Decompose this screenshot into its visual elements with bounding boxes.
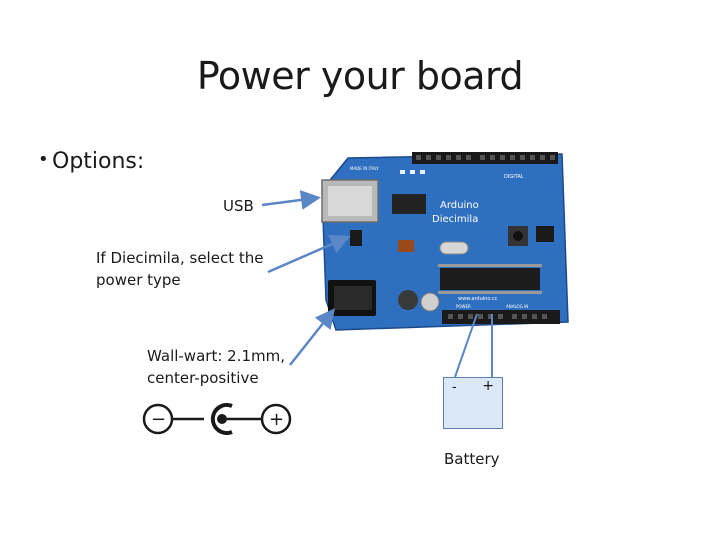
- battery-plus-sign: +: [482, 378, 494, 394]
- arduino-board-photo: Arduino Diecimila DIGITAL MADE IN ITALY …: [300, 150, 570, 335]
- board-analog-text: ANALOG IN: [506, 304, 528, 309]
- wallwart-label: Wall-wart: 2.1mm, center-positive: [147, 345, 307, 389]
- bullet-dot-icon: •: [38, 149, 49, 170]
- diecimila-label: If Diecimila, select the power type: [96, 247, 271, 291]
- battery-box: - +: [443, 377, 503, 429]
- bullet-text: Options:: [52, 149, 144, 174]
- usb-label: USB: [223, 195, 254, 217]
- board-power-text: POWER: [456, 304, 471, 309]
- board-made-in-text: MADE IN ITALY: [350, 166, 379, 171]
- board-model-text: Diecimila: [432, 214, 478, 225]
- symbol-minus-text: −: [151, 409, 166, 430]
- slide-title: Power your board: [0, 54, 720, 98]
- battery-label: Battery: [444, 448, 500, 470]
- bullet-item: • Options:: [52, 149, 144, 174]
- battery-minus-sign: -: [452, 380, 457, 395]
- center-positive-symbol: − +: [138, 398, 298, 440]
- board-digital-text: DIGITAL: [504, 174, 524, 180]
- board-brand-text: Arduino: [440, 200, 479, 211]
- symbol-plus-text: +: [269, 409, 284, 430]
- board-url-text: www.arduino.cc: [458, 296, 498, 302]
